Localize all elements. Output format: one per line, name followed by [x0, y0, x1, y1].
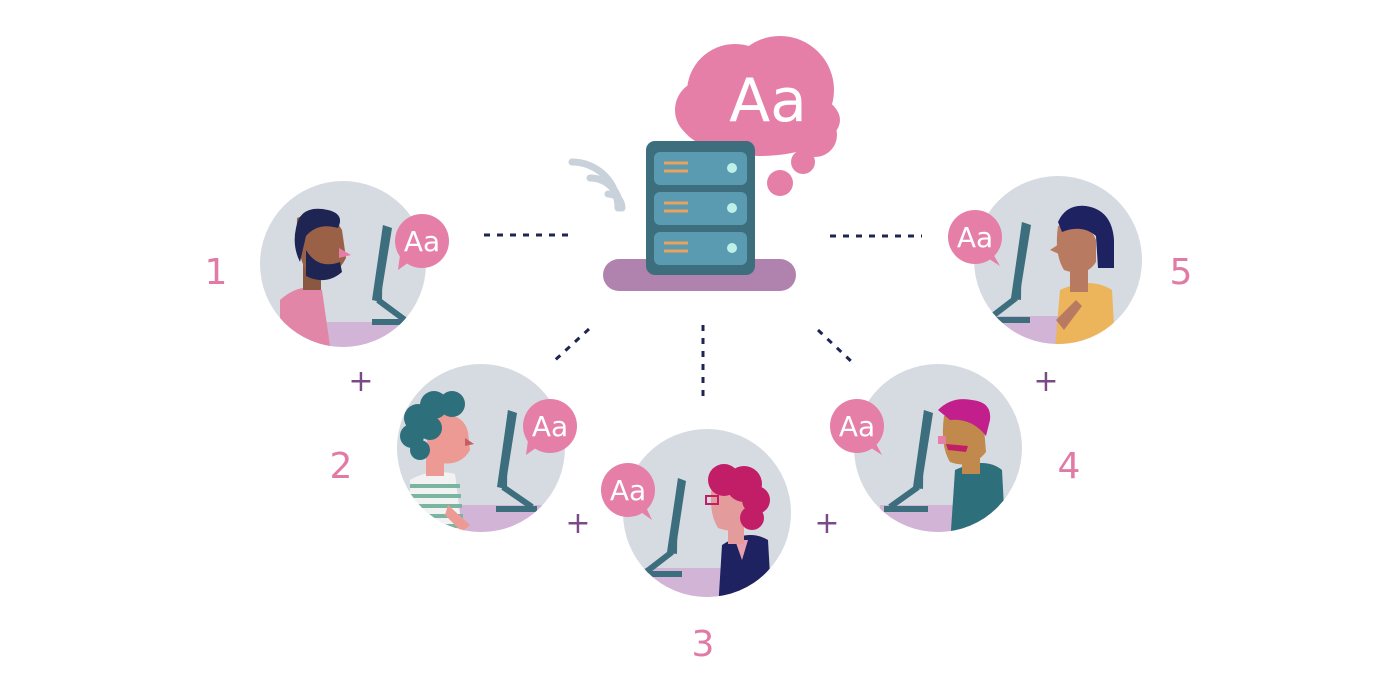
speech-bubble-icon: [830, 399, 884, 455]
plus-signs: + + + +: [348, 364, 1058, 541]
speech-bubble-icon: [948, 210, 1002, 266]
user-number-4: 4: [1058, 446, 1081, 487]
user-number-1: 1: [205, 252, 228, 293]
speech-bubble-icon: [601, 463, 655, 520]
server-group: Aa: [568, 36, 840, 291]
user-number-2: 2: [330, 446, 353, 487]
plus-sign: +: [565, 506, 590, 541]
user-4-avatar: Aa: [830, 364, 1022, 532]
plus-sign: +: [348, 364, 373, 399]
wifi-icon: [568, 158, 626, 212]
user-number-3: 3: [692, 624, 715, 665]
server-slot: [654, 192, 747, 225]
plus-sign: +: [1033, 364, 1058, 399]
user-5-avatar: Aa: [948, 176, 1142, 344]
server-slot: [654, 232, 747, 265]
speech-bubble-label: Aa: [957, 221, 993, 254]
speech-bubble-label: Aa: [610, 474, 646, 507]
user-number-5: 5: [1170, 252, 1193, 293]
connection-line: [551, 327, 591, 364]
speech-bubble-label: Aa: [839, 410, 875, 443]
server-slot: [654, 152, 747, 185]
cloud-label: Aa: [729, 66, 807, 136]
user-2-avatar: Aa: [397, 364, 577, 532]
user-1-avatar: Aa: [260, 181, 449, 347]
speech-bubble-label: Aa: [404, 225, 440, 258]
connection-lines: [484, 233, 922, 403]
thought-cloud-icon: [675, 36, 840, 196]
user-3-avatar: Aa: [601, 429, 791, 597]
connection-line: [816, 328, 855, 365]
speech-bubble-icon: [523, 399, 577, 455]
plus-sign: +: [814, 506, 839, 541]
speech-bubble-label: Aa: [532, 410, 568, 443]
speech-bubble-icon: [395, 214, 449, 270]
